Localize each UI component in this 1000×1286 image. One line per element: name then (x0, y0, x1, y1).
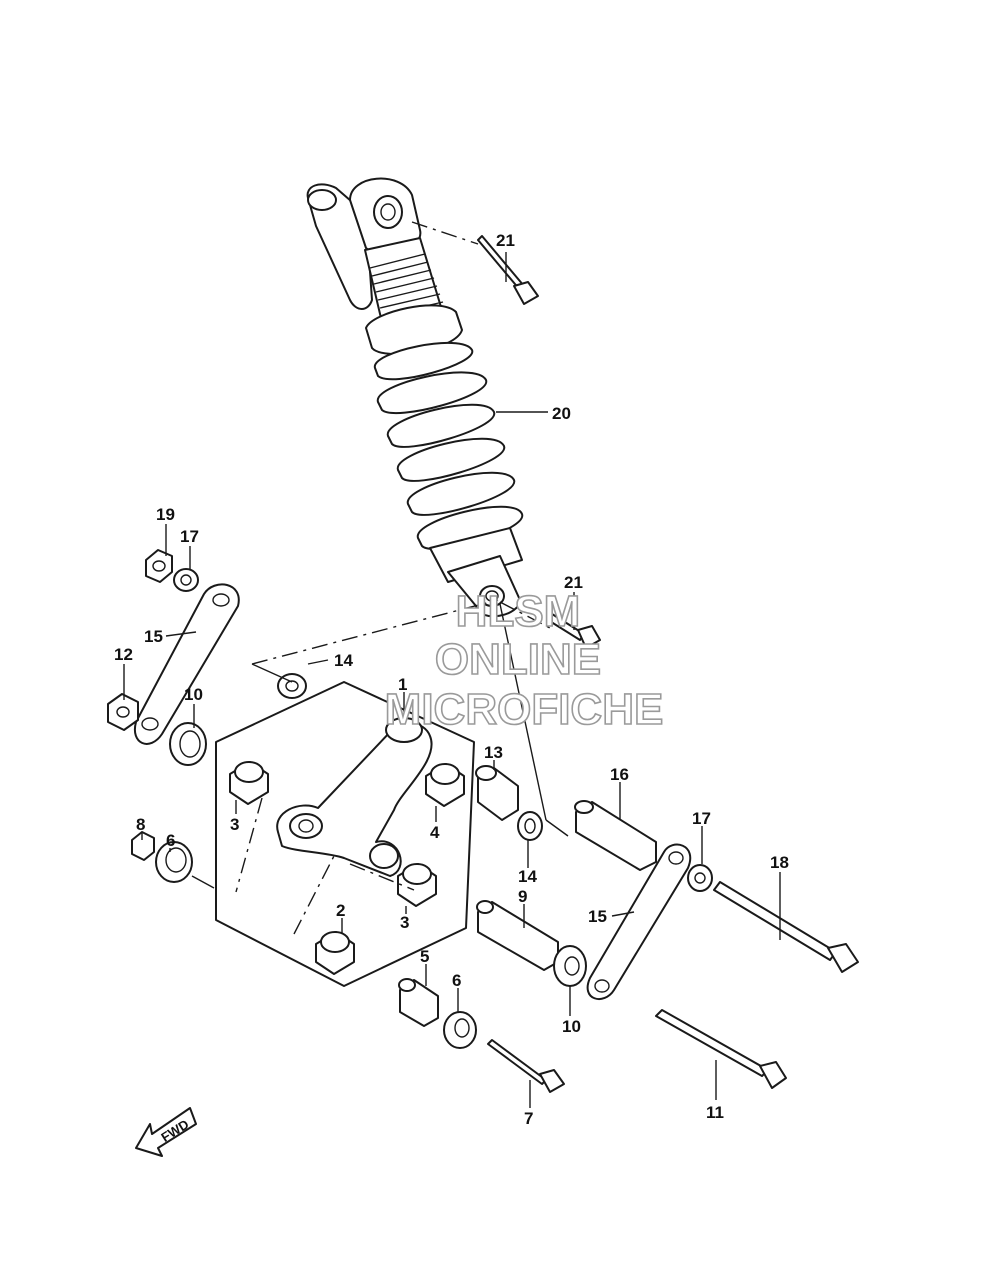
cushion-lever-1[interactable] (276, 717, 433, 877)
callout-1: 1 (398, 675, 407, 694)
callout-16: 16 (610, 765, 629, 784)
callout-14-top: 14 (334, 651, 353, 670)
forward-direction-arrow: FWD (135, 1107, 197, 1157)
callout-11: 11 (706, 1103, 724, 1122)
spacer-3-upper[interactable] (229, 761, 269, 805)
watermark-line2: ONLINE (435, 635, 601, 684)
callout-8: 8 (136, 815, 145, 834)
seal-6-left[interactable] (155, 841, 193, 883)
bolt-21-top[interactable] (477, 235, 539, 305)
callout-5: 5 (420, 947, 429, 966)
bolt-11[interactable] (655, 1009, 787, 1089)
watermark-line1: HLSM (456, 587, 581, 636)
cushion-lever-group-outline (215, 681, 475, 987)
callout-15-left: 15 (144, 627, 163, 646)
callout-12: 12 (114, 645, 133, 664)
watermark: HLSM ONLINE MICROFICHE (384, 586, 664, 735)
bolt-21-bottom[interactable] (547, 613, 601, 649)
bolt-18[interactable] (713, 881, 859, 973)
sleeve-9[interactable] (476, 900, 559, 971)
nut-19[interactable] (145, 549, 173, 583)
callout-21-bottom: 21 (564, 573, 583, 592)
callout-3-lower: 3 (400, 913, 409, 932)
nut-12[interactable] (107, 693, 139, 731)
washer-14-right[interactable] (517, 811, 543, 841)
callout-21-top: 21 (496, 231, 515, 250)
spacer-3-lower[interactable] (397, 863, 437, 907)
rear-shock-absorber[interactable] (306, 177, 524, 618)
washer-17-right[interactable] (687, 864, 713, 892)
callout-17-right: 17 (692, 809, 711, 828)
spacer-4[interactable] (425, 763, 465, 807)
washer-14-top[interactable] (277, 673, 307, 699)
sleeve-16[interactable] (574, 800, 657, 871)
nut-8[interactable] (131, 831, 155, 861)
bolt-7[interactable] (487, 1039, 565, 1093)
seal-6-right[interactable] (443, 1011, 477, 1049)
callout-6-right: 6 (452, 971, 461, 990)
bushing-10-left[interactable] (169, 722, 207, 766)
callout-6-left: 6 (166, 831, 175, 850)
callout-19: 19 (156, 505, 175, 524)
callout-4: 4 (430, 823, 440, 842)
spacer-13[interactable] (475, 765, 519, 821)
callout-13: 13 (484, 743, 503, 762)
callout-2: 2 (336, 901, 345, 920)
callout-14-right: 14 (518, 867, 537, 886)
callout-20: 20 (552, 404, 571, 423)
spacer-2[interactable] (315, 931, 355, 975)
spacer-5[interactable] (398, 978, 439, 1027)
tie-rod-15-right[interactable] (586, 843, 692, 1000)
callout-18: 18 (770, 853, 789, 872)
watermark-line3: MICROFICHE (385, 685, 664, 734)
tie-rod-15-left[interactable] (133, 583, 240, 745)
coil-spring (373, 341, 524, 550)
callout-leaders (123, 252, 781, 1108)
callout-7: 7 (524, 1109, 533, 1128)
callout-9: 9 (518, 887, 527, 906)
callout-10-left: 10 (184, 685, 203, 704)
callout-17-left: 17 (180, 527, 199, 546)
callout-10-right: 10 (562, 1017, 581, 1036)
washer-17-left[interactable] (173, 568, 199, 592)
bushing-10-right[interactable] (553, 945, 587, 987)
callout-3-upper: 3 (230, 815, 239, 834)
callout-15-right: 15 (588, 907, 607, 926)
